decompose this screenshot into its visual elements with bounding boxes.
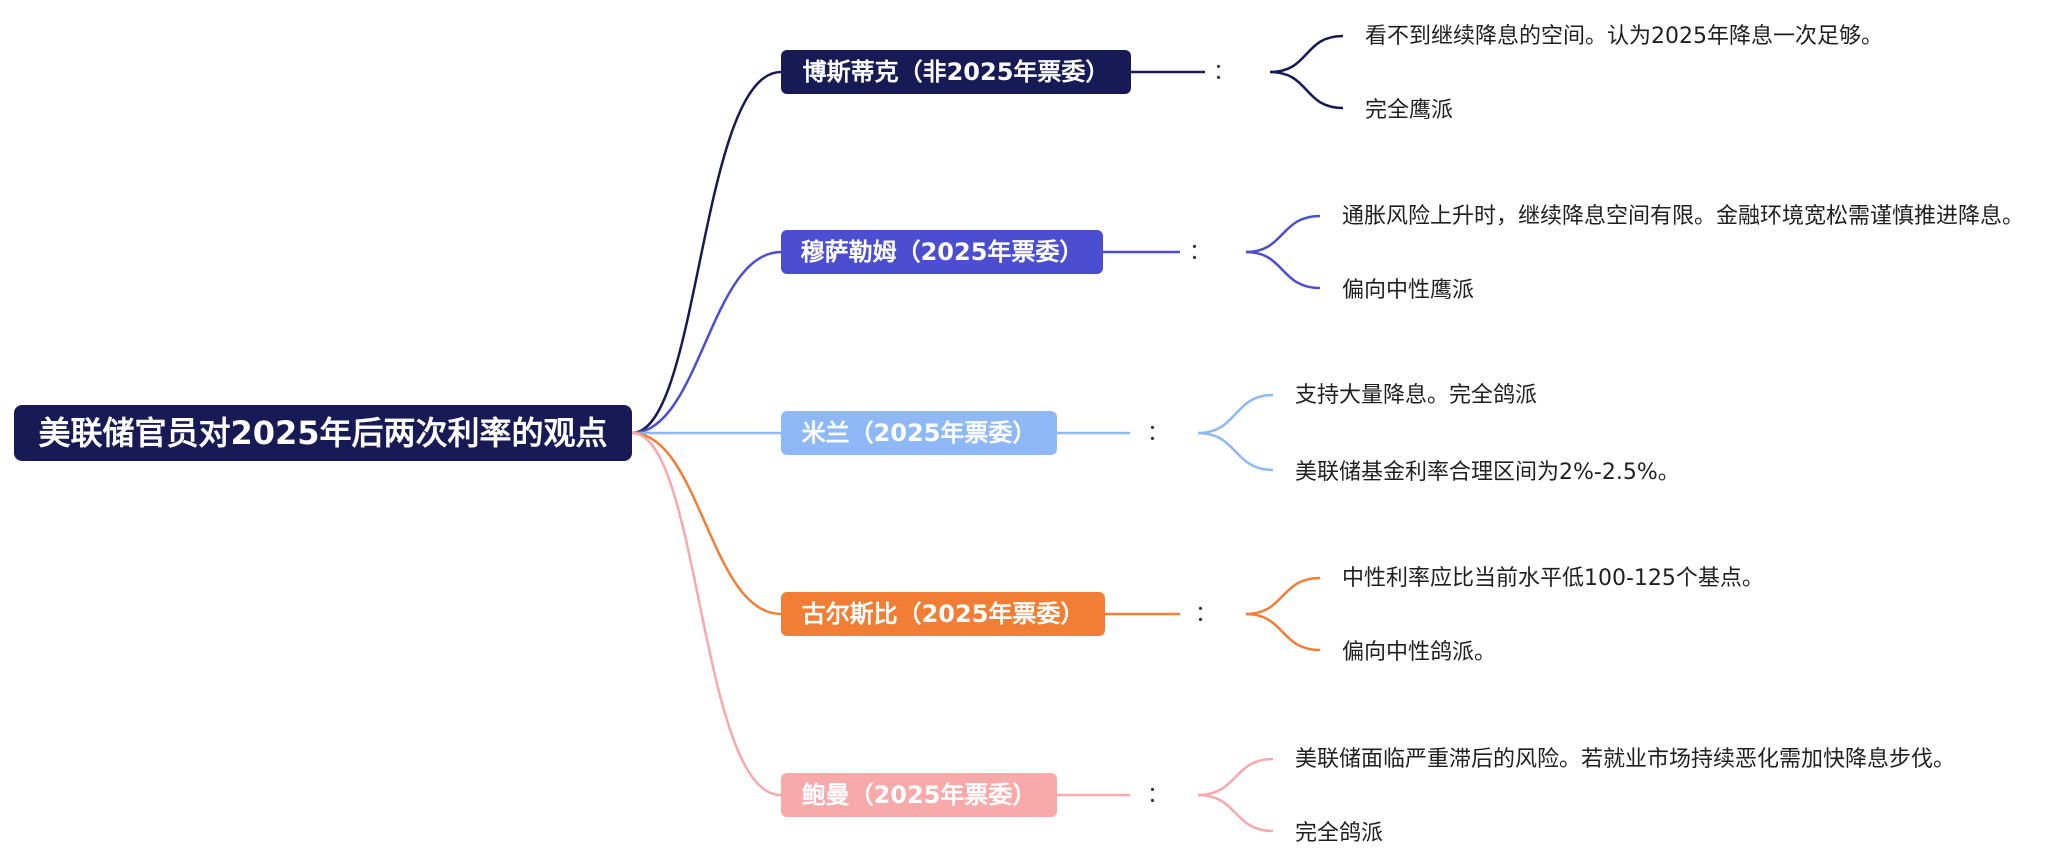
branch-1-node[interactable]: 穆萨勒姆（2025年票委） bbox=[781, 230, 1103, 274]
branch-3-node[interactable]: 古尔斯比（2025年票委） bbox=[781, 592, 1105, 636]
branch-1-label: 穆萨勒姆（2025年票委） bbox=[801, 238, 1084, 266]
branch-2-node[interactable]: 米兰（2025年票委） bbox=[781, 411, 1057, 455]
root-connector-3 bbox=[631, 431, 782, 616]
branch-1-fork-1 bbox=[1245, 250, 1321, 290]
branch-3-fork-1 bbox=[1245, 612, 1321, 652]
branch-4-fork-1 bbox=[1197, 793, 1274, 833]
branch-4-note-0: 美联储面临严重滞后的风险。若就业市场持续恶化需加快降息步伐。 bbox=[1295, 747, 1955, 772]
branch-0: 博斯蒂克（非2025年票委） ： 看不到继续降息的空间。认为2025年降息一次足… bbox=[781, 24, 1883, 123]
branch-1-note-1: 偏向中性鹰派 bbox=[1342, 278, 1474, 303]
branch-2: 米兰（2025年票委） ： 支持大量降息。完全鸽派 美联储基金利率合理区间为2%… bbox=[781, 383, 1680, 485]
branch-0-label: 博斯蒂克（非2025年票委） bbox=[803, 58, 1110, 86]
branch-2-note-1: 美联储基金利率合理区间为2%-2.5%。 bbox=[1295, 460, 1680, 485]
branch-4: 鲍曼（2025年票委） ： 美联储面临严重滞后的风险。若就业市场持续恶化需加快降… bbox=[781, 747, 1955, 846]
branch-4-box bbox=[781, 773, 1057, 817]
branch-2-box bbox=[781, 411, 1057, 455]
branch-1-note-0: 通胀风险上升时，继续降息空间有限。金融环境宽松需谨慎推进降息。 bbox=[1342, 204, 2024, 229]
branch-3-note-0: 中性利率应比当前水平低100-125个基点。 bbox=[1342, 566, 1764, 591]
branch-3-box bbox=[781, 592, 1105, 636]
branch-2-label: 米兰（2025年票委） bbox=[802, 419, 1037, 447]
branch-4-colon: ： bbox=[1147, 783, 1169, 808]
branch-4-node[interactable]: 鲍曼（2025年票委） bbox=[781, 773, 1057, 817]
branch-2-fork-0 bbox=[1197, 393, 1274, 435]
root-connector-0 bbox=[631, 70, 782, 435]
branch-3: 古尔斯比（2025年票委） ： 中性利率应比当前水平低100-125个基点。 偏… bbox=[781, 566, 1764, 665]
branch-0-fork-0 bbox=[1269, 34, 1344, 74]
branch-4-label: 鲍曼（2025年票委） bbox=[802, 781, 1037, 809]
branch-1-box bbox=[781, 230, 1103, 274]
branch-3-fork-0 bbox=[1245, 576, 1321, 616]
branch-4-note-1: 完全鸽派 bbox=[1295, 821, 1383, 846]
branch-0-note-0: 看不到继续降息的空间。认为2025年降息一次足够。 bbox=[1365, 24, 1883, 49]
branch-2-note-0: 支持大量降息。完全鸽派 bbox=[1295, 383, 1537, 408]
branch-2-fork-1 bbox=[1197, 431, 1274, 472]
branch-1: 穆萨勒姆（2025年票委） ： 通胀风险上升时，继续降息空间有限。金融环境宽松需… bbox=[781, 204, 2024, 303]
branch-3-note-1: 偏向中性鸽派。 bbox=[1342, 640, 1496, 665]
branch-0-fork-1 bbox=[1269, 70, 1344, 110]
root-node-label: 美联储官员对2025年后两次利率的观点 bbox=[38, 414, 607, 452]
branch-3-label: 古尔斯比（2025年票委） bbox=[802, 600, 1085, 628]
branch-4-fork-0 bbox=[1197, 757, 1274, 797]
root-node[interactable]: 美联储官员对2025年后两次利率的观点 bbox=[14, 405, 632, 461]
branch-3-colon: ： bbox=[1195, 602, 1217, 627]
root-node-box bbox=[14, 405, 632, 461]
branch-1-fork-0 bbox=[1245, 214, 1321, 254]
branch-2-colon: ： bbox=[1147, 421, 1169, 446]
branch-0-note-1: 完全鹰派 bbox=[1365, 98, 1453, 123]
root-connector-4 bbox=[631, 431, 782, 797]
branch-0-node[interactable]: 博斯蒂克（非2025年票委） bbox=[781, 50, 1131, 94]
branch-0-colon: ： bbox=[1213, 60, 1235, 85]
branch-1-colon: ： bbox=[1189, 240, 1211, 265]
root-connector-1 bbox=[631, 250, 782, 435]
branch-0-box bbox=[781, 50, 1131, 94]
